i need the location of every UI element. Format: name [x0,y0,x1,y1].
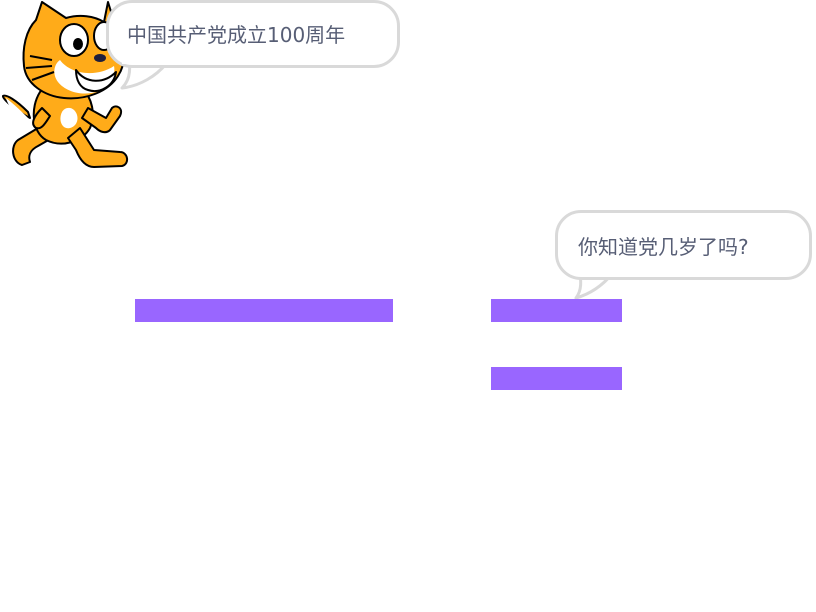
pen-bar-right-top [491,299,622,322]
cat-speech-bubble-tail-cover [122,52,162,64]
pen-bar-right-bottom [491,367,622,390]
right-speech-text: 你知道党几岁了吗? [578,235,749,259]
cat-speech-text: 中国共产党成立100周年 [127,23,346,47]
scratch-cat-icon[interactable] [0,0,135,172]
right-speech-bubble-tail-cover [574,264,614,276]
pen-bar-left [135,299,393,322]
